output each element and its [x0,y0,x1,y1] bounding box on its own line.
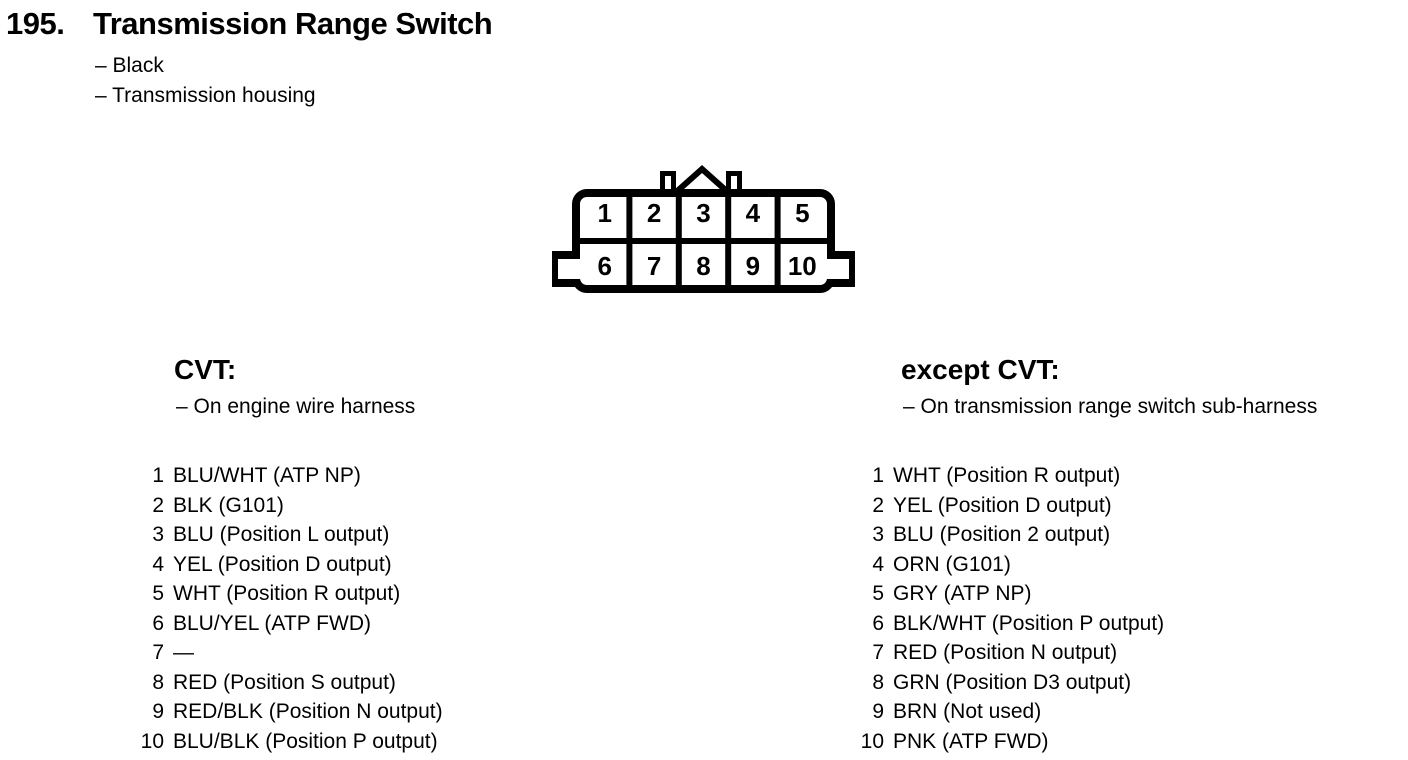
pin-number: 4 [872,552,884,576]
section-number: 195. [6,6,65,41]
pin-number: 9 [152,700,164,723]
pin-number: 5 [152,582,164,605]
except-cvt-pin-list: 1 WHT (Position R output) 2 YEL (Position … [840,461,1165,757]
pin-number: 10 [140,729,164,753]
cvt-heading: CVT: [174,354,237,385]
pin-label: YEL (Position D output) [893,493,1112,517]
pin-row: 2 BLK (G101) [120,491,443,521]
connector-attributes: – Black – Transmission housing [95,51,316,111]
pin-label: — [173,641,194,664]
pin-number: 8 [872,670,884,694]
page-title: 195. Transmission Range Switch [6,6,493,41]
pin-row: 4 YEL (Position D output) [120,550,443,580]
top-tab-left-hole [665,176,671,189]
pin-label: BLU (Position L output) [173,523,390,546]
pin-number: 4 [152,552,164,576]
pin-label: WHT (Position R output) [173,582,401,605]
pin-row: 6 BLU/YEL (ATP FWD) [120,609,443,639]
section-title: Transmission Range Switch [93,6,493,41]
pin-number: 1 [152,464,164,487]
pin-row: 1 WHT (Position R output) [840,461,1164,491]
connector-color-note: – Black [95,54,164,77]
pin-number: 8 [152,670,164,694]
pin-cavity-7: 7 [647,251,661,281]
pin-number: 7 [872,641,884,664]
pin-cavity-1: 1 [597,198,611,228]
pin-cavity-8: 8 [696,251,710,281]
pin-row: 3 BLU (Position L output) [120,520,443,550]
pin-label: GRY (ATP NP) [893,582,1032,605]
pin-cavity-2: 2 [647,198,661,228]
pin-label: BLU/YEL (ATP FWD) [173,611,371,635]
pin-number: 3 [872,523,884,546]
pin-number: 2 [872,493,884,517]
pin-number: 6 [872,611,884,635]
pin-row: 6 BLK/WHT (Position P output) [840,609,1164,639]
pin-row: 5 GRY (ATP NP) [840,579,1164,609]
pin-row: 7 RED (Position N output) [840,638,1164,668]
pin-cavity-10: 10 [788,251,817,281]
pin-label: GRN (Position D3 output) [893,670,1132,694]
pin-label: BLU/BLK (Position P output) [173,729,438,753]
pin-number: 5 [872,582,884,605]
pin-row: 9 BRN (Not used) [840,697,1164,727]
pin-number: 6 [152,611,164,635]
pin-cavity-9: 9 [746,251,760,281]
pin-label: WHT (Position R output) [893,464,1121,487]
connector-location-note: – Transmission housing [95,84,316,107]
pin-row: 10 BLU/BLK (Position P output) [120,727,443,757]
pin-cavity-3: 3 [696,198,710,228]
pin-label: BLK/WHT (Position P output) [893,611,1165,635]
pin-label: YEL (Position D output) [173,552,392,576]
pin-label: RED (Position N output) [893,641,1118,664]
pin-label: BLK (G101) [173,493,284,517]
cvt-subheading: – On engine wire harness [176,395,416,418]
pin-row: 3 BLU (Position 2 output) [840,520,1164,550]
connector-svg: 1 2 3 4 5 6 7 8 9 10 [552,164,855,293]
side-tab-left-slot [558,259,586,279]
pin-number: 9 [872,700,884,723]
connector-diagram: 1 2 3 4 5 6 7 8 9 10 [540,160,860,305]
pin-number: 10 [860,729,884,753]
except-cvt-heading: except CVT: [901,354,1060,385]
pin-cavity-6: 6 [597,251,611,281]
pin-row: 5 WHT (Position R output) [120,579,443,609]
side-tab-right-slot [821,259,849,279]
pin-number: 1 [872,464,884,487]
pin-row: 10 PNK (ATP FWD) [840,727,1164,757]
pin-label: BLU/WHT (ATP NP) [173,464,361,487]
pin-number: 3 [152,523,164,546]
pin-row: 9 RED/BLK (Position N output) [120,697,443,727]
pin-cavity-4: 4 [746,198,761,228]
pin-row: 1 BLU/WHT (ATP NP) [120,461,443,491]
pin-number: 2 [152,493,164,517]
pin-row: 4 ORN (G101) [840,550,1164,580]
pin-label: BLU (Position 2 output) [893,523,1111,546]
pin-cavity-5: 5 [795,198,809,228]
pin-row: 8 GRN (Position D3 output) [840,668,1164,698]
top-tab-right-hole [731,176,737,189]
pin-row: 7— [120,638,443,668]
cvt-pin-list: 1 BLU/WHT (ATP NP) 2 BLK (G101) 3 BLU (Posi… [120,461,443,756]
except-cvt-subheading: – On transmission range switch sub-harne… [903,395,1318,418]
pin-label: ORN (G101) [893,552,1011,576]
pin-label: RED/BLK (Position N output) [173,700,443,723]
pin-row: 2 YEL (Position D output) [840,491,1164,521]
pin-label: PNK (ATP FWD) [893,729,1049,753]
pin-label: RED (Position S output) [173,670,396,694]
pin-number: 7 [152,641,164,664]
pin-label: BRN (Not used) [893,700,1042,723]
pin-row: 8 RED (Position S output) [120,668,443,698]
